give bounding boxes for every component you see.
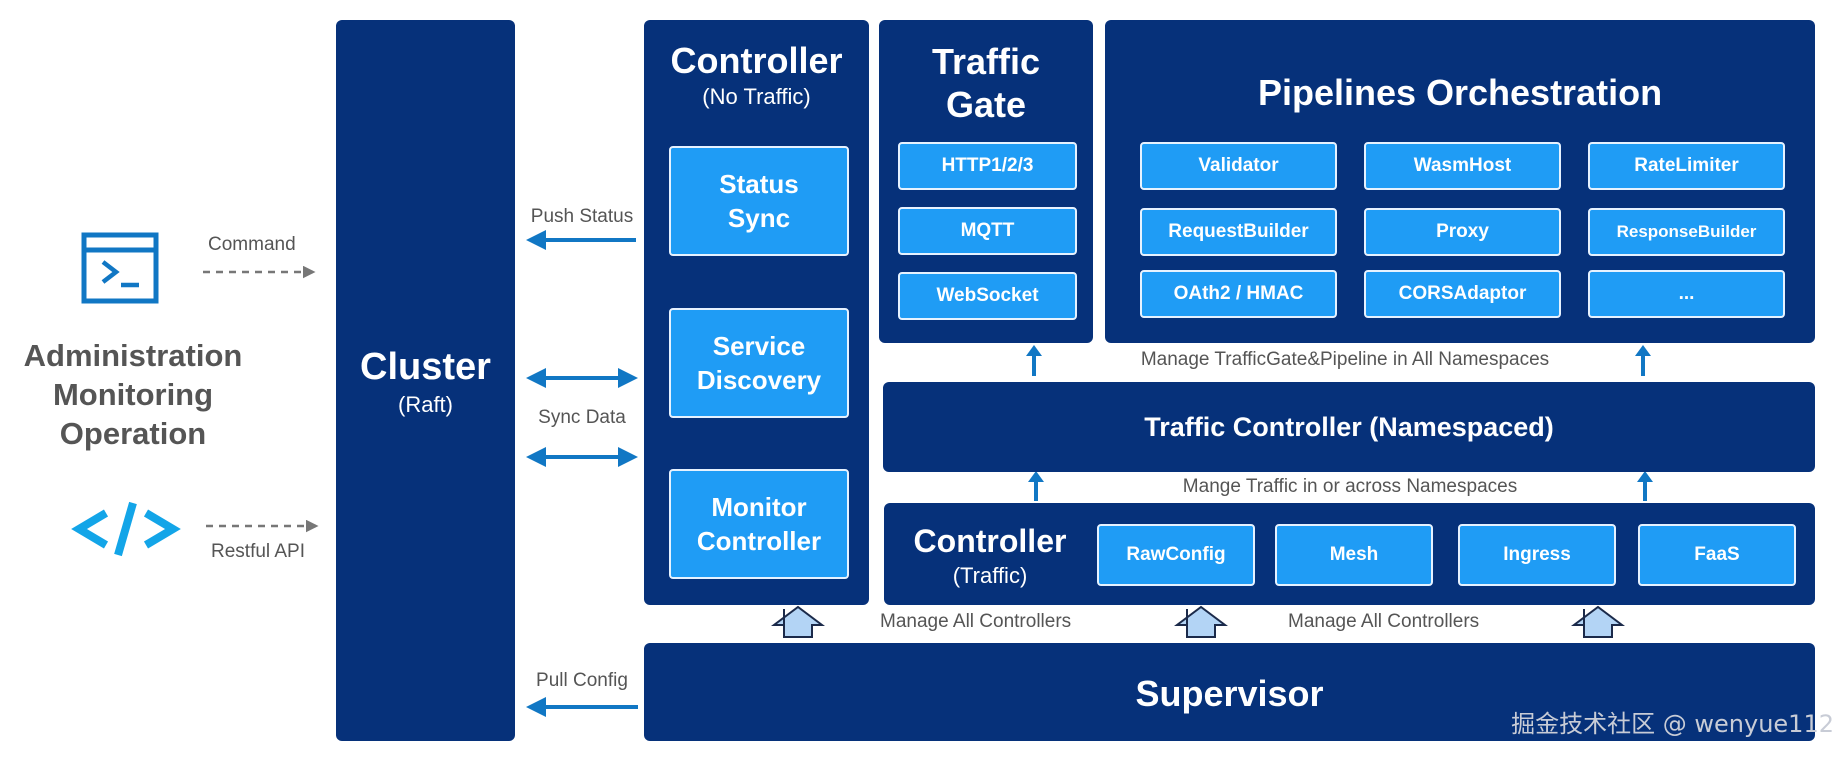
controller-faas-chip: FaaS [1638, 524, 1796, 586]
controller-ingress-chip: Ingress [1458, 524, 1616, 586]
controller-traffic-subtitle: (Traffic) [952, 563, 1028, 588]
filter-oauth-chip: OAth2 / HMAC [1140, 270, 1337, 318]
up-arrow [1028, 471, 1044, 501]
filter-responsebuilder-chip: ResponseBuilder [1588, 208, 1785, 256]
role-monitoring: Monitoring [52, 377, 214, 412]
code-icon [71, 501, 181, 557]
cluster-block: Cluster (Raft) [336, 20, 515, 741]
controller-subtitle: (No Traffic) [702, 84, 811, 109]
watermark: 掘金技术社区 @ wenyue112 [1511, 710, 1834, 738]
filter-more-chip: ... [1588, 270, 1785, 318]
cluster-title: Cluster [360, 346, 491, 388]
service-discovery-line2: Discovery [696, 365, 822, 395]
traffic-controller-title: Traffic Controller (Namespaced) [1144, 412, 1554, 442]
supervisor-title: Supervisor [1135, 673, 1324, 714]
filter-proxy-chip: Proxy [1364, 208, 1561, 256]
traffic-gate-title: Traffic Gate [879, 40, 1093, 126]
pull-config-label: Pull Config [536, 670, 628, 691]
service-discovery-line1: Service [712, 331, 806, 361]
filter-corsadaptor-chip: CORSAdaptor [1364, 270, 1561, 318]
hollow-up-arrow [1571, 605, 1625, 638]
role-operation: Operation [59, 416, 207, 451]
restful-api-label: Restful API [211, 541, 305, 562]
up-arrow [1637, 471, 1653, 501]
pipelines-title: Pipelines Orchestration [1257, 72, 1663, 113]
status-sync-chip: Status Sync [669, 146, 849, 256]
gate-mqtt-chip: MQTT [898, 207, 1077, 255]
manage-controllers-note-2: Manage All Controllers [1288, 611, 1480, 632]
filter-validator-chip: Validator [1140, 142, 1337, 190]
role-administration: Administration [23, 338, 243, 373]
traffic-gate-title-line1: Traffic [931, 41, 1041, 82]
monitor-controller-line2: Controller [696, 526, 822, 556]
supervisor-block: Supervisor [644, 643, 1815, 741]
traffic-controller-block: Traffic Controller (Namespaced) [883, 382, 1815, 472]
controller-traffic-title: Controller [913, 523, 1067, 559]
filter-requestbuilder-chip: RequestBuilder [1140, 208, 1337, 256]
command-label: Command [208, 234, 296, 255]
monitor-controller-chip: Monitor Controller [669, 469, 849, 579]
controller-title: Controller [670, 40, 843, 81]
roles-text: Administration Monitoring Operation [6, 336, 260, 453]
up-arrow [1635, 345, 1651, 376]
manage-gate-note: Manage TrafficGate&Pipeline in All Names… [1140, 349, 1550, 370]
cluster-subtitle: (Raft) [398, 392, 453, 417]
traffic-gate-title-line2: Gate [945, 84, 1027, 125]
hollow-up-arrow [1174, 605, 1228, 638]
controller-mesh-chip: Mesh [1275, 524, 1433, 586]
sync-data-label: Sync Data [538, 407, 626, 428]
manage-traffic-note: Mange Traffic in or across Namespaces [1182, 476, 1518, 497]
controller-rawconfig-chip: RawConfig [1097, 524, 1255, 586]
gate-websocket-chip: WebSocket [898, 272, 1077, 320]
monitor-controller-line1: Monitor [711, 492, 807, 522]
manage-controllers-note-1: Manage All Controllers [880, 611, 1072, 632]
up-arrow [1026, 345, 1042, 376]
filter-wasmhost-chip: WasmHost [1364, 142, 1561, 190]
terminal-icon [81, 232, 159, 304]
service-discovery-chip: Service Discovery [669, 308, 849, 418]
status-sync-line2: Sync [727, 203, 791, 233]
gate-http-chip: HTTP1/2/3 [898, 142, 1077, 190]
filter-ratelimiter-chip: RateLimiter [1588, 142, 1785, 190]
hollow-up-arrow [771, 605, 825, 638]
status-sync-line1: Status [719, 169, 799, 199]
push-status-label: Push Status [530, 206, 634, 227]
